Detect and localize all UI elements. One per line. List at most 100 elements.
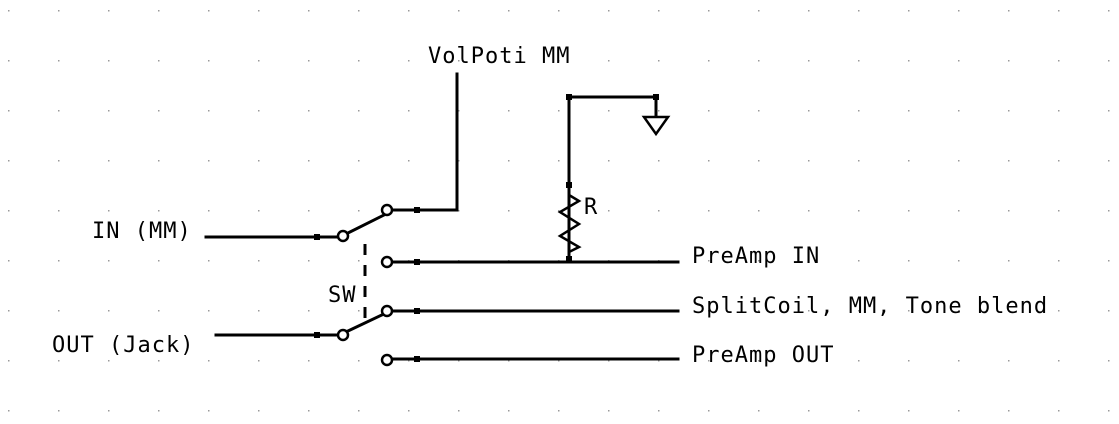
- grid-dot: [1008, 210, 1010, 212]
- grid-dot: [808, 60, 810, 62]
- grid-dot: [708, 10, 710, 12]
- grid-dot: [158, 310, 160, 312]
- grid-dot: [258, 410, 260, 412]
- grid-dot: [108, 210, 110, 212]
- grid-dot: [908, 260, 910, 262]
- grid-dot: [108, 260, 110, 262]
- grid-dot: [708, 60, 710, 62]
- grid-dot: [1058, 410, 1060, 412]
- grid-dot: [658, 60, 660, 62]
- grid-dot: [558, 110, 560, 112]
- grid-dot: [308, 10, 310, 12]
- grid-dot: [458, 360, 460, 362]
- grid-dot: [958, 160, 960, 162]
- grid-dot: [508, 410, 510, 412]
- grid-dot: [1008, 110, 1010, 112]
- grid-dot: [458, 60, 460, 62]
- grid-dot: [858, 260, 860, 262]
- grid-dot: [458, 410, 460, 412]
- grid-dot: [408, 410, 410, 412]
- grid-dot: [1008, 60, 1010, 62]
- grid-dot: [308, 160, 310, 162]
- grid-dot: [308, 310, 310, 312]
- grid-dot: [708, 210, 710, 212]
- grid-dot: [108, 110, 110, 112]
- grid-dot: [708, 310, 710, 312]
- grid-dot: [508, 60, 510, 62]
- volpoti-label: VolPoti MM: [428, 44, 570, 69]
- grid-dot: [608, 360, 610, 362]
- grid-dot: [858, 60, 860, 62]
- grid-dot: [8, 410, 10, 412]
- grid-dot: [908, 310, 910, 312]
- grid-dot: [208, 260, 210, 262]
- grid-dot: [858, 160, 860, 162]
- grid-dot: [708, 410, 710, 412]
- grid-dot: [508, 10, 510, 12]
- grid-dot: [108, 360, 110, 362]
- grid-dot: [758, 410, 760, 412]
- grid-dot: [458, 210, 460, 212]
- grid-dot: [408, 10, 410, 12]
- dpdt-switch-icon: [336, 203, 394, 367]
- grid-dot: [1108, 310, 1110, 312]
- grid-dot: [8, 260, 10, 262]
- grid-dot: [58, 360, 60, 362]
- grid-dot: [658, 10, 660, 12]
- grid-dot: [8, 310, 10, 312]
- grid-dot: [908, 10, 910, 12]
- grid-dot: [1008, 160, 1010, 162]
- grid-dot: [358, 60, 360, 62]
- grid-dot: [858, 310, 860, 312]
- grid-dot: [558, 210, 560, 212]
- grid-dot: [358, 110, 360, 112]
- grid-dot: [1058, 310, 1060, 312]
- grid-dot: [1058, 110, 1060, 112]
- grid-dot: [8, 360, 10, 362]
- grid-dot: [608, 10, 610, 12]
- grid-dot: [358, 10, 360, 12]
- grid-dot: [758, 60, 760, 62]
- grid-dot: [408, 110, 410, 112]
- grid-dot: [758, 260, 760, 262]
- grid-dot: [158, 410, 160, 412]
- grid-dot: [308, 360, 310, 362]
- grid-dot: [658, 410, 660, 412]
- grid-dot: [8, 60, 10, 62]
- grid-dot: [608, 110, 610, 112]
- grid-dot: [358, 260, 360, 262]
- grid-dot: [158, 110, 160, 112]
- grid-dot: [858, 210, 860, 212]
- grid-dot: [908, 160, 910, 162]
- grid-dot: [258, 160, 260, 162]
- grid-dot: [808, 10, 810, 12]
- grid-dot: [258, 60, 260, 62]
- grid-dot: [958, 210, 960, 212]
- grid-dot: [408, 60, 410, 62]
- grid-dot: [158, 10, 160, 12]
- grid-dot: [58, 10, 60, 12]
- volpoti-wire: [390, 72, 459, 212]
- grid-dot: [308, 110, 310, 112]
- in-mm-label: IN (MM): [92, 219, 192, 244]
- grid-dot: [208, 60, 210, 62]
- grid-dot: [1058, 360, 1060, 362]
- grid-dot: [108, 60, 110, 62]
- grid-dot: [208, 210, 210, 212]
- grid-dot: [58, 160, 60, 162]
- grid-dot: [608, 60, 610, 62]
- grid-dot: [558, 10, 560, 12]
- grid-dot: [758, 160, 760, 162]
- grid-dot: [958, 10, 960, 12]
- grid-dot: [1108, 10, 1110, 12]
- grid-dot: [808, 260, 810, 262]
- grid-dot: [1058, 60, 1060, 62]
- grid-dot: [1108, 360, 1110, 362]
- grid-dot: [308, 410, 310, 412]
- grid-dot: [358, 160, 360, 162]
- grid-dot: [1108, 260, 1110, 262]
- grid-dot: [58, 60, 60, 62]
- grid-dot: [708, 360, 710, 362]
- grid-dot: [758, 210, 760, 212]
- grid-dot: [708, 160, 710, 162]
